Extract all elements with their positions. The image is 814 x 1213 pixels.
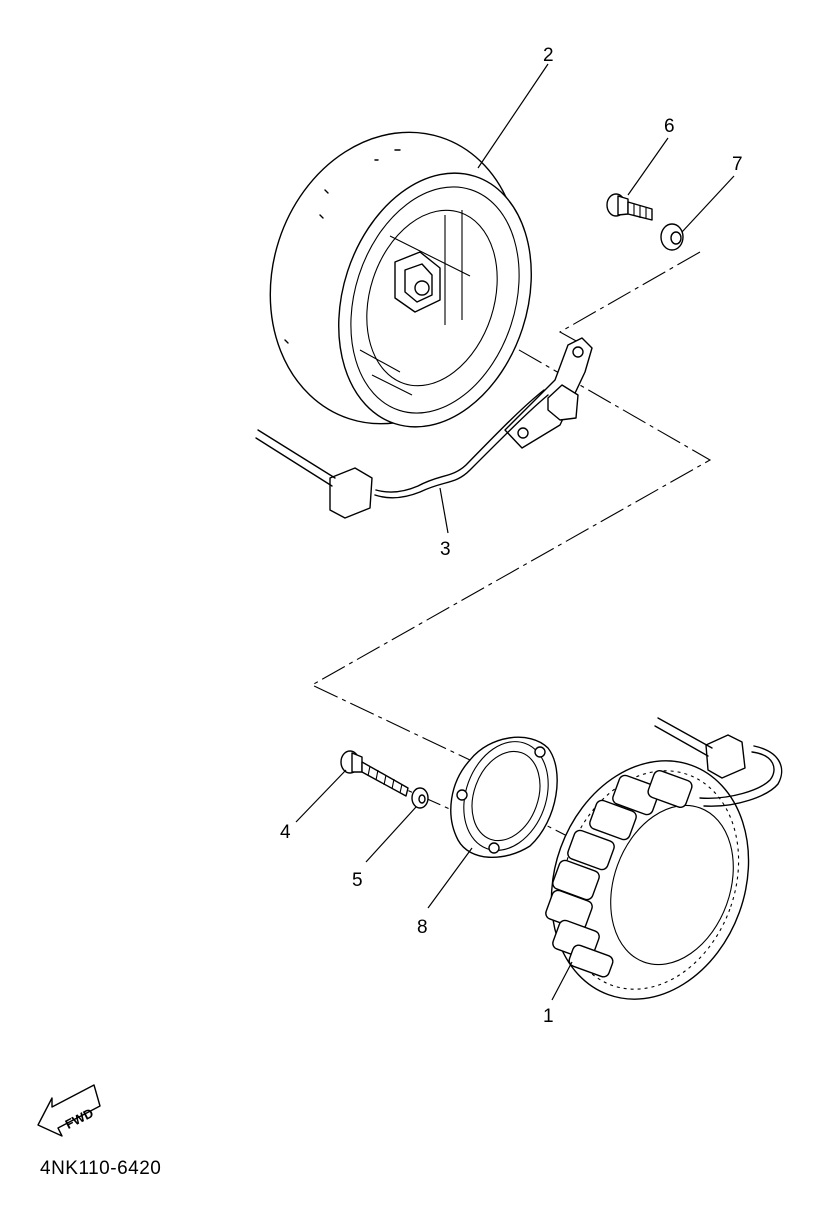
stator-coil-icon — [545, 717, 783, 1000]
gasket-plate-icon — [450, 736, 558, 858]
fwd-arrow-icon: FWD — [37, 1084, 101, 1137]
callout-3: 3 — [440, 539, 451, 560]
callout-4: 4 — [280, 822, 291, 843]
bolt-icon — [606, 193, 653, 221]
long-screw-icon — [340, 750, 409, 797]
pickup-coil-icon — [255, 337, 593, 519]
rotor-flywheel-icon — [269, 131, 532, 428]
leader-lines — [295, 63, 735, 1001]
part-code: 4NK110-6420 — [40, 1158, 162, 1179]
callout-7: 7 — [732, 154, 743, 175]
callout-1: 1 — [543, 1006, 554, 1027]
callout-8: 8 — [417, 917, 428, 938]
callout-numbers: 2 6 7 3 4 5 8 1 — [280, 45, 743, 1027]
callout-2: 2 — [543, 45, 554, 66]
callout-5: 5 — [352, 870, 363, 891]
washer-icon — [660, 223, 684, 251]
callout-6: 6 — [664, 116, 675, 137]
small-washer-icon — [411, 787, 429, 809]
